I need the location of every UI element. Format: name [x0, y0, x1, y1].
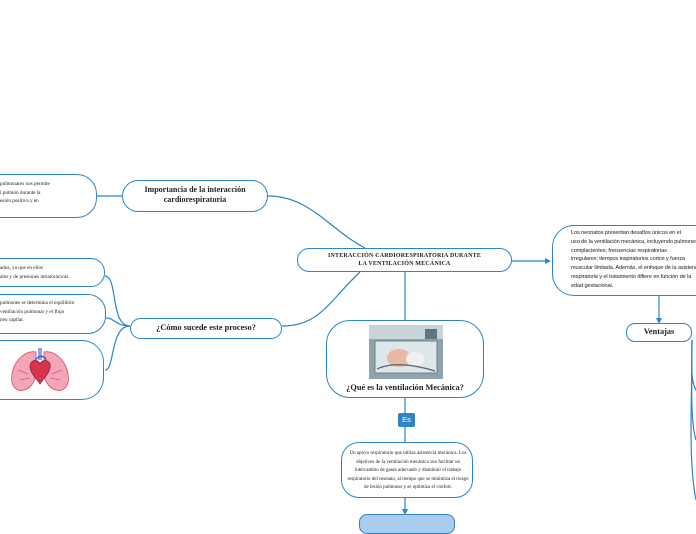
como-title: ¿Cómo sucede este proceso?	[130, 323, 282, 333]
es-connector-text: Es	[398, 415, 415, 425]
como-detail-2-text: pulmones se determina el equilibrio vent…	[0, 299, 104, 325]
que-es-title: ¿Qué es la ventilación Mecánica?	[326, 383, 484, 393]
heart-lungs-illustration	[8, 344, 72, 396]
mind-map: INTERACCIÓN CARDIORESPIRATORIA DURANTE L…	[0, 0, 696, 520]
neonatos-text: Los neonatos presentan desafíos únicos e…	[571, 229, 696, 291]
importancia-title: Importancia de la interacción cardioresp…	[122, 185, 268, 205]
como-detail-1-text: ados, ya que en ellos ales y de presione…	[0, 264, 102, 281]
definition-text: Un apoyo respiratorio que utiliza asiste…	[333, 450, 483, 493]
ventajas-title: Ventajas	[626, 327, 692, 337]
importancia-detail-text: pulmonares nos permite l pulmón durante …	[0, 180, 92, 206]
neonate-incubator-photo	[369, 325, 443, 379]
central-topic-title: INTERACCIÓN CARDIORESPIRATORIA DURANTE L…	[297, 252, 512, 268]
next-node-partial[interactable]	[359, 514, 455, 534]
